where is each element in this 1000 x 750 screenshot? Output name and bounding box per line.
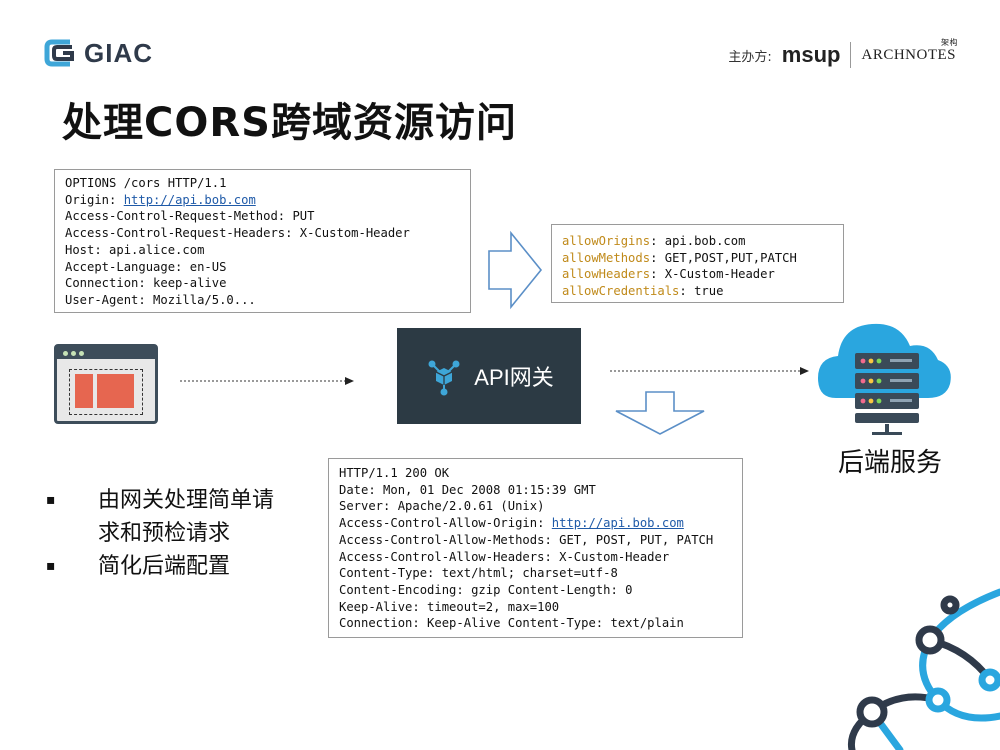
code-line: Access-Control-Allow-Headers: X-Custom-H… xyxy=(339,549,670,564)
code-line: Content-Type: text/html; charset=utf-8 xyxy=(339,566,618,581)
gateway-label: API网关 xyxy=(474,365,554,390)
decorative-network-graphic xyxy=(847,588,1000,750)
code-line: Host: api.alice.com xyxy=(65,242,205,257)
gateway-cube-icon xyxy=(428,360,460,396)
code-line: Access-Control-Request-Headers: X-Custom… xyxy=(65,226,410,241)
bullet-item-continuation: 求和预检请求 xyxy=(98,521,231,546)
code-line: Keep-Alive: timeout=2, max=100 xyxy=(339,599,560,614)
config-line: allowOrigins: api.bob.com xyxy=(562,234,746,248)
giac-logo-icon xyxy=(44,39,74,67)
response-box: HTTP/1.1 200 OK Date: Mon, 01 Dec 2008 01… xyxy=(328,458,743,638)
backend-service-label: 后端服务 xyxy=(838,448,943,478)
slide-title: 处理CORS跨域资源访问 xyxy=(62,100,517,146)
bullet-item: ▪简化后端配置 xyxy=(46,554,231,579)
code-line: Connection: keep-alive xyxy=(65,276,227,291)
right-hollow-arrow xyxy=(488,230,543,310)
code-line: HTTP/1.1 200 OK xyxy=(339,466,450,480)
code-line: Origin: http://api.bob.com xyxy=(65,192,256,207)
config-line: allowMethods: GET,POST,PUT,PATCH xyxy=(562,250,797,265)
cors-config-box: allowOrigins: api.bob.com allowMethods: G… xyxy=(551,224,844,303)
sponsor-divider xyxy=(850,42,852,68)
allow-origin-link[interactable]: http://api.bob.com xyxy=(551,516,684,531)
code-line: Date: Mon, 01 Dec 2008 01:15:39 GMT xyxy=(339,482,596,497)
bullet-item: ▪由网关处理简单请 xyxy=(46,488,275,513)
code-line: OPTIONS /cors HTTP/1.1 xyxy=(65,176,227,190)
code-line: Access-Control-Allow-Methods: GET, POST,… xyxy=(339,532,714,547)
code-line: User-Agent: Mozilla/5.0... xyxy=(65,292,256,307)
giac-logo: GIAC xyxy=(44,36,169,70)
code-line: Access-Control-Allow-Origin: http://api.… xyxy=(339,516,684,531)
code-line: Accept-Language: en-US xyxy=(65,259,227,274)
origin-link[interactable]: http://api.bob.com xyxy=(123,192,256,207)
down-hollow-arrow xyxy=(615,391,705,435)
config-line: allowHeaders: X-Custom-Header xyxy=(562,267,775,282)
backend-server-icon xyxy=(818,323,951,435)
browser-client-icon xyxy=(54,344,158,424)
msup-logo: msup xyxy=(781,42,841,67)
code-line: Access-Control-Request-Method: PUT xyxy=(65,209,315,224)
config-line: allowCredentials: true xyxy=(562,284,724,299)
logo-text: GIAC xyxy=(84,37,153,68)
code-line: Content-Encoding: gzip Content-Length: 0 xyxy=(339,582,633,597)
bullet-list: ▪由网关处理简单请 求和预检请求 ▪简化后端配置 xyxy=(44,484,274,583)
code-line: Connection: Keep-Alive Content-Type: tex… xyxy=(339,616,684,631)
sponsor-label: 主办方: xyxy=(728,49,772,65)
api-gateway-box: API网关 xyxy=(397,328,581,424)
code-line: Server: Apache/2.0.61 (Unix) xyxy=(339,499,545,514)
